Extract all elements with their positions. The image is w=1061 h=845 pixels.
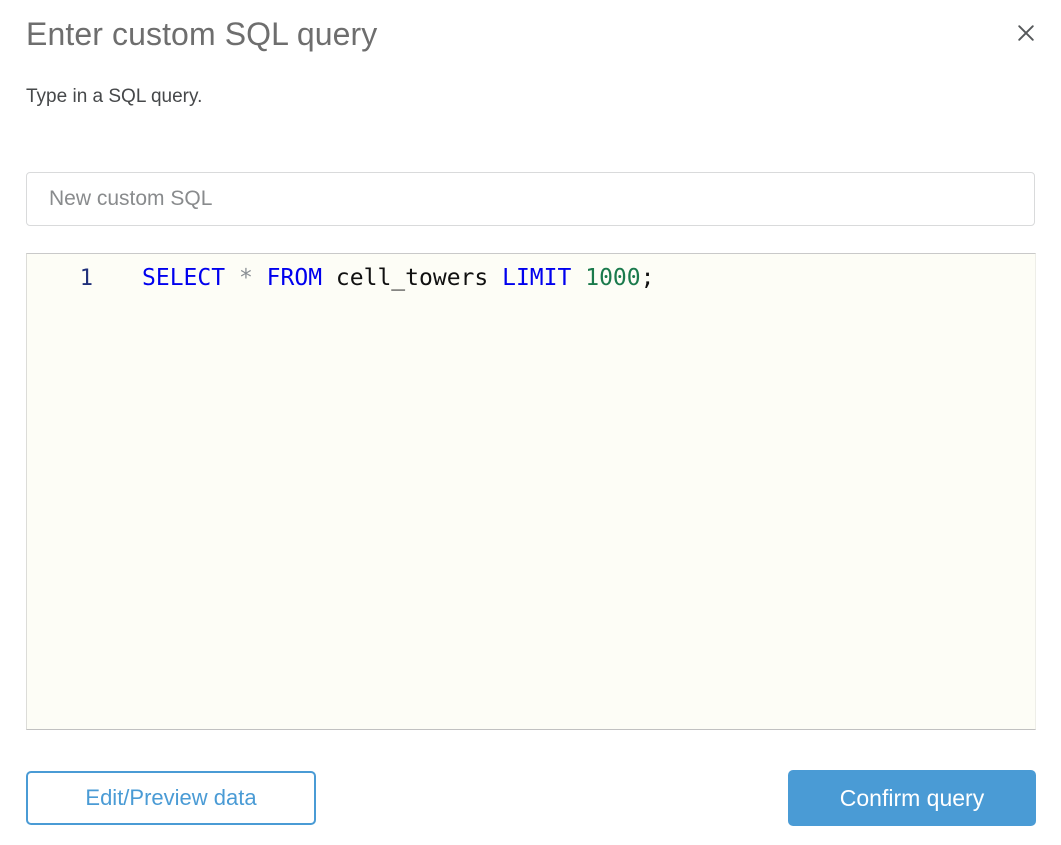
sql-token: FROM — [266, 265, 323, 291]
close-button[interactable] — [1009, 16, 1043, 50]
sql-token — [488, 265, 502, 291]
line-number: 1 — [79, 266, 93, 291]
editor-line: 1 SELECT * FROM cell_towers LIMIT 1000; — [27, 254, 1035, 302]
sql-token — [253, 265, 267, 291]
dialog-subtitle: Type in a SQL query. — [26, 86, 203, 107]
sql-name-input[interactable] — [26, 172, 1035, 226]
sql-editor[interactable]: 1 SELECT * FROM cell_towers LIMIT 1000; — [26, 253, 1036, 730]
page-title: Enter custom SQL query — [26, 16, 378, 52]
sql-token: cell_towers — [335, 265, 489, 291]
edit-preview-data-button[interactable]: Edit/Preview data — [26, 771, 316, 825]
sql-token — [571, 265, 585, 291]
sql-token — [322, 265, 336, 291]
confirm-query-button[interactable]: Confirm query — [788, 770, 1036, 826]
sql-token: * — [238, 265, 253, 291]
sql-token: LIMIT — [502, 265, 572, 291]
sql-code-line: SELECT * FROM cell_towers LIMIT 1000; — [142, 264, 1035, 292]
close-icon — [1016, 23, 1036, 43]
sql-token — [225, 265, 239, 291]
sql-token: SELECT — [142, 265, 226, 291]
sql-token: 1000 — [585, 265, 641, 291]
sql-token: ; — [640, 265, 655, 291]
